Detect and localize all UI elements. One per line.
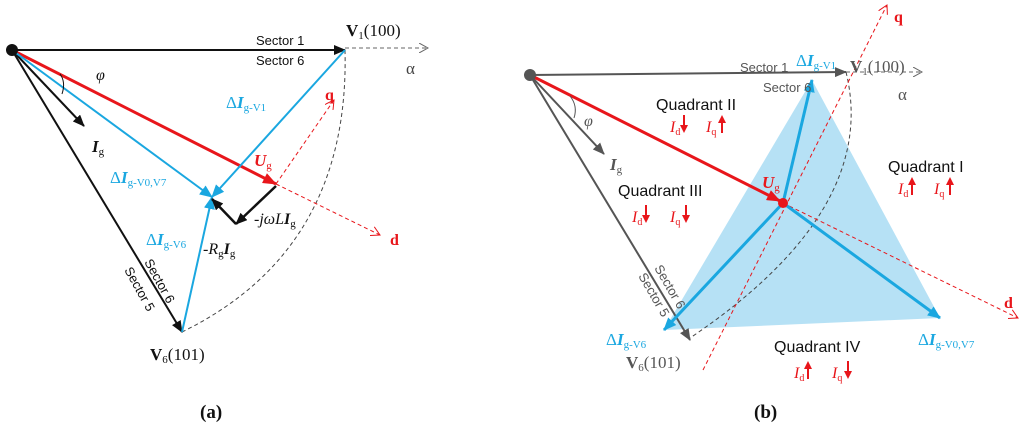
panel-b-ug-point (778, 198, 788, 208)
panel-a-dig-v6-label: ΔIg-V6 (146, 230, 187, 251)
quadrant-iq-label: Iq (705, 119, 716, 138)
panel-b-quadrant-4: Quadrant IV Id Iq (774, 339, 861, 384)
panel-a-d-label: d (390, 232, 399, 249)
panel-a-jwl-label: -jωLIg (254, 211, 296, 230)
panel-a-dig-v1-label: ΔIg-V1 (226, 93, 266, 114)
panel-b-v6-vector (529, 74, 691, 341)
panel-a: Sector 1 Sector 6 α φ V1(100) V6(101) Ig… (6, 21, 428, 423)
panel-b-ug-label: Ug (762, 173, 780, 194)
panel-b-phi-label: φ (584, 113, 593, 130)
panel-a-caption: (a) (200, 402, 222, 423)
quadrant-name: Quadrant IV (774, 339, 861, 356)
panel-b-dig-v07-vector (782, 201, 941, 320)
panel-b-quadrant-1: Quadrant I Id Iq (888, 159, 964, 200)
panel-a-q-label: q (325, 87, 334, 104)
panel-b-caption: (b) (754, 402, 777, 423)
arrow-up-icon (804, 361, 812, 379)
arrow-down-icon (844, 361, 852, 379)
panel-b-dashed-arc (689, 71, 852, 339)
panel-a-phi-arc (59, 73, 65, 95)
panel-b-v1-vector (529, 67, 847, 78)
panel-a-sector6-top-label: Sector 6 (256, 53, 304, 68)
quadrant-id-label: Id (669, 119, 680, 138)
arrow-down-icon (642, 205, 650, 223)
panel-b-ig-vector (529, 74, 605, 155)
panel-a-dig-v6-vector (181, 196, 215, 333)
arrow-up-icon (908, 177, 916, 195)
panel-a-dig-v07-label: ΔIg-V0,V7 (110, 168, 167, 189)
panel-a-d-axis (275, 183, 380, 235)
panel-b-dig-v1-label: ΔIg-V1 (796, 51, 836, 72)
quadrant-name: Quadrant II (656, 97, 736, 114)
panel-a-sector1-label: Sector 1 (256, 33, 304, 48)
panel-b-sector1-label: Sector 1 (740, 60, 788, 75)
panel-b: Sector 1 Sector 6 α φ V1(100) V6(101) Ig… (524, 5, 1018, 423)
quadrant-name: Quadrant I (888, 159, 964, 176)
panel-a-dig-v07-vector (11, 49, 213, 198)
panel-a-ug-vector (11, 48, 277, 186)
panel-a-rg-label: -RgIg (203, 241, 236, 260)
panel-a-phi-label: φ (96, 67, 105, 84)
panel-a-v6-label: V6(101) (150, 345, 205, 366)
panel-a-ug-label: Ug (254, 151, 272, 172)
panel-b-d-axis (782, 202, 1018, 318)
panel-b-sector6-top-label: Sector 6 (763, 80, 811, 95)
panel-b-ug-vector (529, 73, 781, 203)
panel-b-dig-v6-vector (662, 201, 785, 332)
panel-b-dig-v6-label: ΔIg-V6 (606, 330, 647, 351)
panel-a-jwl-vector (235, 185, 277, 225)
panel-a-v6-vector (11, 49, 183, 333)
panel-b-alpha-label: α (898, 85, 907, 104)
panel-b-v1-label: V1(100) (850, 57, 905, 78)
panel-b-dig-v1-vector (781, 79, 815, 204)
panel-a-ig-label: Ig (91, 137, 105, 158)
panel-a-q-axis (275, 100, 334, 185)
quadrant-name: Quadrant III (618, 183, 703, 200)
panel-a-dashed-arc-outer (181, 49, 346, 333)
quadrant-iq-label: Iq (669, 209, 680, 228)
arrow-down-icon (680, 115, 688, 133)
panel-b-origin-dot (524, 69, 536, 81)
panel-b-dig-v07-label: ΔIg-V0,V7 (918, 330, 975, 351)
quadrant-iq-label: Iq (831, 365, 842, 384)
arrow-up-icon (946, 177, 954, 195)
panel-a-rg-vector (211, 198, 237, 225)
panel-a-dig-v1-vector (211, 49, 346, 198)
quadrant-id-label: Id (631, 209, 642, 228)
panel-b-ig-label: Ig (609, 155, 623, 176)
panel-b-phi-arc (569, 95, 576, 119)
panel-b-quadrant-2: Quadrant II Id Iq (656, 97, 736, 138)
panel-a-v1-label: V1(100) (346, 21, 401, 42)
quadrant-id-label: Id (897, 181, 908, 200)
panel-b-v6-label: V6(101) (626, 353, 681, 374)
arrow-down-icon (682, 205, 690, 223)
quadrant-iq-label: Iq (933, 181, 944, 200)
panel-b-q-label: q (894, 9, 903, 26)
panel-a-ig-vector (11, 49, 85, 127)
quadrant-id-label: Id (793, 365, 804, 384)
panel-b-q-axis (702, 5, 887, 371)
panel-b-d-label: d (1004, 295, 1013, 312)
panel-b-quadrant-3: Quadrant III Id Iq (618, 183, 703, 228)
arrow-up-icon (718, 115, 726, 133)
panel-a-origin-dot (6, 44, 18, 56)
panel-a-alpha-label: α (406, 59, 415, 78)
